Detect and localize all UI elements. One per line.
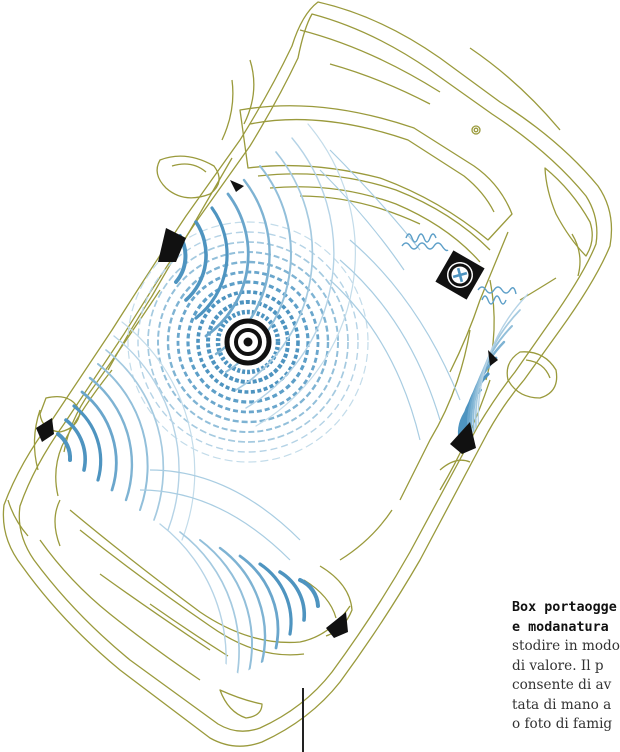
caption-line-3: consente di av (512, 677, 612, 693)
sound-wave-icon (401, 233, 517, 305)
caption-line-4: tata di mano a (512, 696, 612, 713)
sound-wave-icon (159, 523, 320, 675)
sound-waves (56, 123, 545, 675)
caption-title-line-1: Box portaogge (512, 600, 617, 615)
caption-leader-line (302, 688, 304, 752)
sound-wave-icon (457, 293, 545, 571)
caption-block: Box portaogge e modanatura stodire in mo… (512, 598, 620, 735)
caption-line-1: stodire in modo (512, 638, 620, 654)
caption-line-5: o foto di famig (512, 716, 613, 732)
sound-wave-icon (139, 149, 461, 561)
caption-title-line-2: e modanatura (512, 619, 609, 635)
sound-wave-icon (56, 321, 196, 541)
sound-wave-icon (127, 221, 369, 463)
caption-line-2: di valore. Il p (512, 657, 604, 674)
subwoofer-icon (224, 318, 272, 366)
tweeter-icon (435, 250, 485, 300)
speaker-driver-icon (36, 180, 498, 638)
